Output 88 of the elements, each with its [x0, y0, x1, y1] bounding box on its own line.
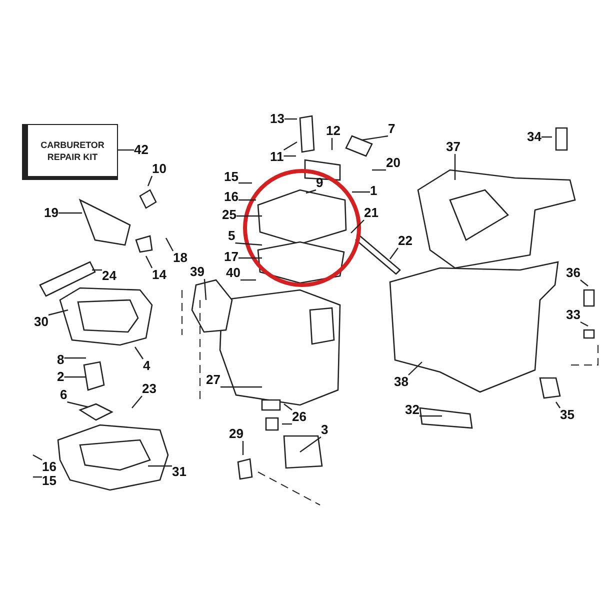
callout-number: 21 — [364, 206, 378, 220]
callout-number: 3 — [321, 423, 328, 437]
callout-number: 38 — [394, 375, 408, 389]
leader-line — [145, 256, 153, 268]
callout-number: 42 — [134, 143, 148, 157]
callout-number: 7 — [388, 122, 396, 136]
leader-line — [350, 220, 364, 234]
leader-line — [132, 396, 142, 408]
callout-number: 37 — [446, 140, 460, 154]
leader-line — [454, 154, 456, 180]
callout-number: 16 — [224, 190, 238, 204]
callout-number: 31 — [172, 465, 186, 479]
leader-line — [235, 242, 262, 246]
leader-line — [284, 404, 292, 410]
callout-number: 27 — [206, 373, 220, 387]
leader-line — [556, 402, 560, 408]
callout-number: 25 — [222, 208, 236, 222]
callout-number: 14 — [152, 268, 166, 282]
callout-number: 35 — [560, 408, 574, 422]
callout-number: 29 — [229, 427, 244, 441]
leader-line — [282, 423, 292, 425]
leader-line — [284, 118, 297, 120]
callout-number: 32 — [405, 403, 420, 417]
callout-number: 19 — [44, 206, 58, 220]
leader-line — [58, 212, 82, 214]
leader-line — [92, 269, 102, 271]
leader-line — [118, 149, 134, 151]
kit-label: CARBURETOR REPAIR KIT — [40, 138, 106, 162]
callout-number: 15 — [224, 170, 238, 184]
leader-line — [220, 386, 262, 388]
leader-line — [408, 362, 422, 376]
callout-number: 6 — [60, 388, 68, 402]
leader-line — [580, 280, 588, 286]
leader-line — [352, 191, 370, 193]
leader-line — [67, 401, 88, 408]
leader-line — [541, 136, 552, 138]
callout-number: 8 — [57, 353, 64, 367]
leader-line — [238, 257, 262, 259]
leader-line — [240, 279, 256, 281]
callout-number: 12 — [326, 124, 340, 138]
leader-line — [236, 215, 262, 217]
leader-line — [390, 248, 398, 260]
leader-line — [284, 155, 296, 157]
callout-number: 39 — [190, 265, 204, 279]
callout-number: 26 — [292, 410, 306, 424]
callout-number: 23 — [142, 382, 156, 396]
callout-number: 17 — [224, 250, 238, 264]
leader-line — [32, 454, 42, 461]
leader-line — [300, 436, 322, 452]
callout-number: 24 — [102, 269, 116, 283]
leader-line — [204, 278, 207, 300]
leader-line — [362, 135, 388, 141]
leader-line — [372, 169, 386, 171]
callout-number: 9 — [316, 176, 324, 190]
callout-number: 1 — [370, 184, 378, 198]
callout-number: 20 — [386, 156, 400, 170]
callout-number: 22 — [398, 234, 412, 248]
callout-number: 2 — [57, 370, 64, 384]
leader-line — [147, 176, 153, 186]
callout-number: 4 — [143, 359, 150, 373]
callout-number: 33 — [566, 308, 580, 322]
callout-number: 16 — [42, 460, 56, 474]
callout-number: 40 — [226, 266, 240, 280]
leader-line — [64, 376, 86, 378]
leader-line — [165, 238, 174, 252]
callout-number: 18 — [173, 251, 188, 265]
callout-number: 30 — [34, 315, 48, 329]
leader-line — [306, 189, 316, 194]
leader-line — [580, 321, 588, 327]
callout-number: 36 — [566, 266, 580, 280]
callout-number: 11 — [270, 150, 284, 164]
leader-line — [134, 346, 144, 360]
callout-number: 10 — [152, 162, 166, 176]
leader-line — [48, 309, 68, 316]
leader-line — [64, 357, 86, 359]
callout-number: 15 — [42, 474, 56, 488]
leader-line — [283, 141, 298, 151]
kit-box — [22, 124, 118, 180]
callout-number: 5 — [228, 229, 236, 243]
leader-line — [331, 138, 333, 150]
callout-number: 13 — [270, 112, 284, 126]
leader-line — [238, 182, 252, 184]
callout-number: 34 — [527, 130, 542, 144]
leader-line — [242, 441, 244, 455]
leader-line — [33, 476, 42, 478]
leader-line — [238, 199, 256, 201]
leader-line — [419, 415, 442, 417]
leader-line — [148, 465, 172, 467]
